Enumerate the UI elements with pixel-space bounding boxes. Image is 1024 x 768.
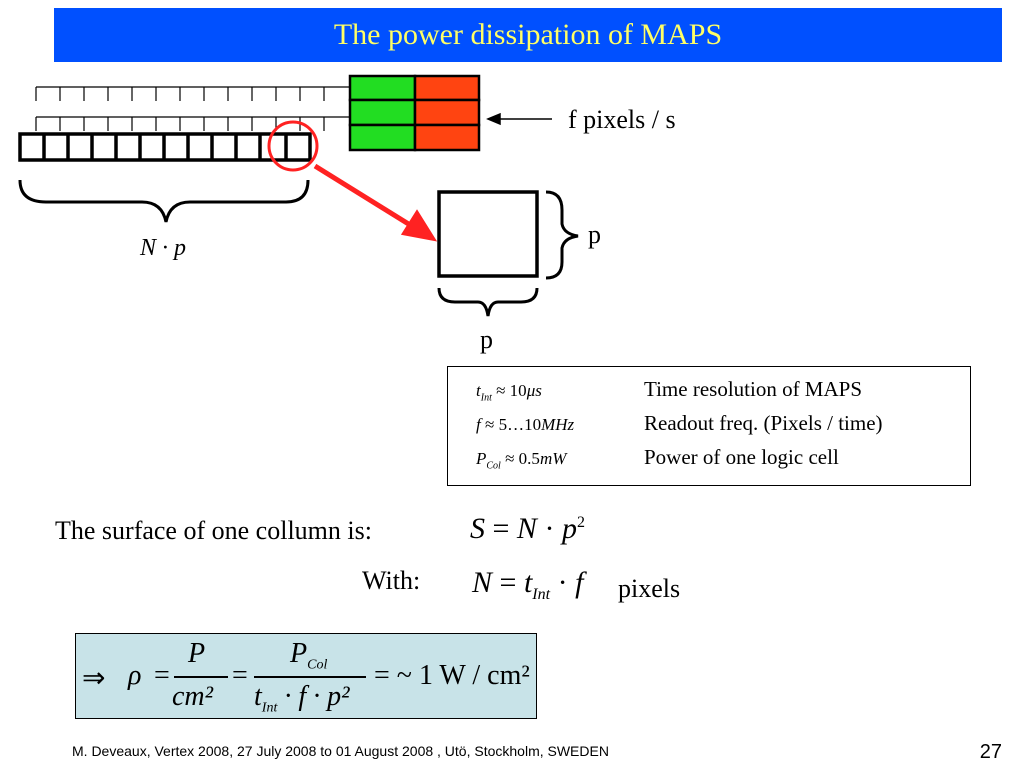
param-desc: Readout freq. (Pixels / time)	[644, 411, 883, 435]
param-desc: Power of one logic cell	[644, 445, 839, 469]
parameter-box: tInt ≈ 10μs Time resolution of MAPS f ≈ …	[447, 366, 971, 486]
param-math: f ≈ 5…10MHz	[476, 415, 575, 434]
fraction-line	[254, 676, 366, 678]
zoom-arrow	[313, 163, 438, 242]
tick-row-top	[35, 86, 350, 101]
page-number: 27	[979, 741, 1002, 763]
pixel-row	[18, 132, 312, 162]
final-result: = ~ 1 W / cm²	[374, 660, 530, 691]
param-math: PCol ≈ 0.5mW	[476, 449, 567, 472]
denominator-product: tInt · f · p²	[254, 681, 350, 716]
surface-equation: S = N · p2	[470, 512, 585, 545]
rate-label: f pixels / s	[568, 105, 676, 134]
param-desc: Time resolution of MAPS	[644, 377, 863, 401]
param-math: tInt ≈ 10μs	[476, 381, 542, 404]
slide-title: The power dissipation of MAPS	[54, 8, 1002, 62]
implies-symbol: ⇒	[82, 663, 106, 694]
readout-logic-blocks	[348, 74, 481, 152]
pixel-count-equation: N = tInt · f	[472, 566, 584, 603]
numerator-pcol: PCol	[290, 638, 328, 673]
fraction-line	[174, 676, 228, 678]
length-label: N · p	[140, 235, 187, 261]
surface-text: The surface of one collumn is:	[55, 516, 372, 545]
with-text: With:	[362, 566, 421, 595]
side-label-bottom: p	[480, 325, 493, 354]
side-brace-right	[545, 190, 579, 280]
param-row-time: tInt ≈ 10μs Time resolution of MAPS	[448, 375, 970, 409]
length-brace	[18, 179, 310, 223]
denominator-cm2: cm²	[172, 681, 214, 712]
side-brace-bottom	[437, 287, 539, 317]
param-row-freq: f ≈ 5…10MHz Readout freq. (Pixels / time…	[448, 409, 970, 443]
numerator-p: P	[188, 638, 206, 669]
rate-arrow	[486, 112, 552, 126]
param-row-power: PCol ≈ 0.5mW Power of one logic cell	[448, 443, 970, 477]
pixels-text: pixels	[618, 574, 681, 603]
tick-row-middle	[35, 116, 350, 131]
side-label-right: p	[588, 220, 601, 249]
equals-sign: =	[232, 660, 248, 691]
equals-sign: =	[154, 660, 170, 691]
result-equation-box: ⇒ ρ = P cm² = PCol tInt · f · p² = ~ 1 W…	[75, 633, 537, 719]
rho-symbol: ρ	[128, 660, 142, 691]
highlight-circle	[267, 120, 319, 172]
single-pixel-square	[437, 190, 539, 278]
slide-footer: M. Deveaux, Vertex 2008, 27 July 2008 to…	[72, 743, 609, 759]
